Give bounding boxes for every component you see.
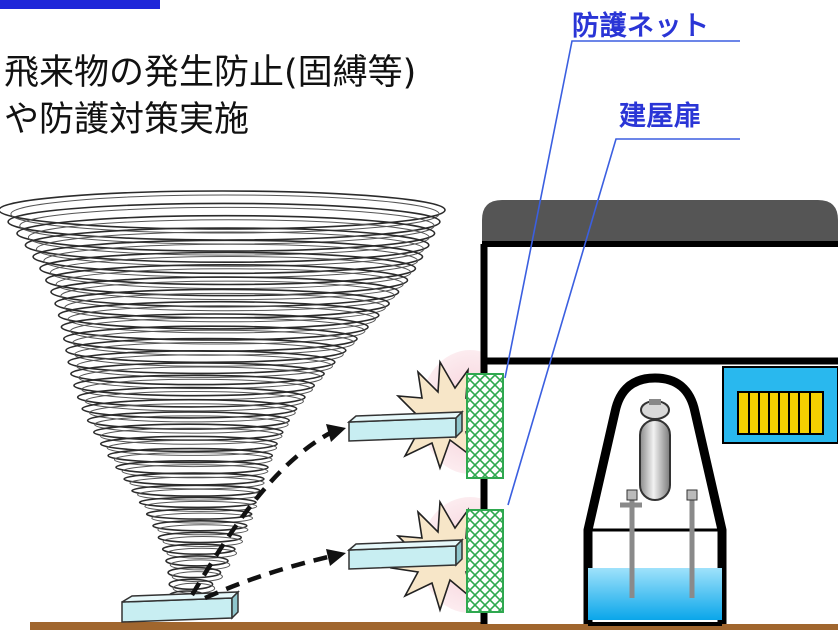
countermeasure-line-2: や防護対策実施: [4, 100, 250, 140]
corner-accent-bar: [0, 0, 160, 9]
tornado-ring: [50, 256, 412, 289]
tornado-ring: [84, 391, 304, 412]
building-door-label: 建屋扉: [619, 101, 702, 132]
protective-net-label: 防護ネット: [572, 11, 710, 42]
tornado: [0, 190, 446, 606]
tornado-ring: [50, 276, 400, 308]
tornado-ring: [168, 578, 214, 591]
containment-vessel: [583, 373, 727, 624]
lower-arrowhead: [326, 549, 346, 566]
tornado-ring: [100, 427, 283, 445]
tornado-ring: [45, 264, 409, 297]
countermeasure-text: 飛来物の発生防止(固縛等) や防護対策実施: [4, 50, 416, 144]
tornado-ring: [157, 531, 242, 544]
tornado-ring: [145, 508, 253, 520]
building-door-leader: [507, 138, 740, 506]
protective-net-leader: [504, 40, 740, 379]
tornado-ring: [113, 452, 273, 468]
building-roof: [482, 200, 838, 244]
tornado-ring: [36, 231, 425, 267]
tornado-ring: [43, 243, 419, 278]
ground-debris: [121, 590, 240, 623]
tornado-ring: [171, 571, 223, 583]
tornado-ring: [94, 415, 289, 434]
reactor-building: [480, 200, 838, 626]
tornado-ring: [67, 305, 376, 334]
tornado-ring: [64, 292, 386, 323]
tornado-ring: [32, 239, 424, 275]
tornado-ring: [27, 219, 430, 256]
tornado-ring: [121, 464, 269, 479]
tornado-ring: [55, 268, 404, 301]
suppression-pool: [588, 568, 722, 620]
tornado-ring: [157, 524, 249, 536]
tornado-ring: [10, 194, 440, 234]
ground-line: [30, 622, 838, 630]
tornado-ring: [16, 214, 436, 252]
upper-arrowhead: [326, 424, 346, 442]
tornado-ring: [60, 280, 396, 312]
tornado-ring: [138, 496, 257, 509]
tornado-ring: [74, 342, 344, 367]
lower-protective-net: [466, 509, 504, 613]
tornado-ring: [99, 435, 278, 453]
tornado-ring: [162, 536, 244, 547]
tornado-ring: [93, 423, 284, 442]
tornado-ring: [152, 519, 248, 532]
tornado-ring: [151, 512, 254, 524]
tornado-ring: [107, 447, 274, 464]
tornado-ring: [165, 555, 229, 567]
tornado-ring: [60, 313, 369, 341]
upper-protective-net: [466, 373, 504, 479]
tornado-ring: [144, 500, 258, 512]
upper-flying-debris: [346, 410, 464, 442]
tornado-ring: [167, 566, 222, 579]
tornado-ring: [81, 398, 298, 419]
lower-trajectory: [204, 553, 333, 601]
upper-trajectory: [190, 430, 334, 597]
label-leaders: [504, 40, 740, 506]
debris-trajectories: [190, 430, 334, 601]
tornado-ring: [0, 190, 446, 230]
tornado-ring: [166, 547, 238, 559]
tornado-ring: [39, 251, 417, 286]
tornado-ring: [24, 227, 430, 264]
fuel-assemblies: [737, 391, 824, 435]
countermeasure-line-1: 飛来物の発生防止(固縛等): [4, 53, 417, 93]
tornado-ring: [70, 362, 325, 386]
tornado-ring: [106, 439, 278, 456]
tornado-ring: [70, 317, 366, 345]
tornado-ring: [86, 411, 290, 430]
lower-flying-debris: [346, 538, 464, 570]
tornado-ring: [161, 543, 236, 556]
tornado-ring: [67, 350, 336, 375]
tornado-ring: [76, 386, 306, 408]
reactor-pressure-vessel: [639, 419, 671, 501]
tornado-ring: [76, 354, 333, 378]
tornado-ring: [169, 559, 231, 571]
tornado-ring: [78, 366, 323, 390]
tornado-ring: [88, 403, 296, 423]
tornado-ring: [57, 300, 380, 330]
tornado-ring: [73, 374, 316, 397]
